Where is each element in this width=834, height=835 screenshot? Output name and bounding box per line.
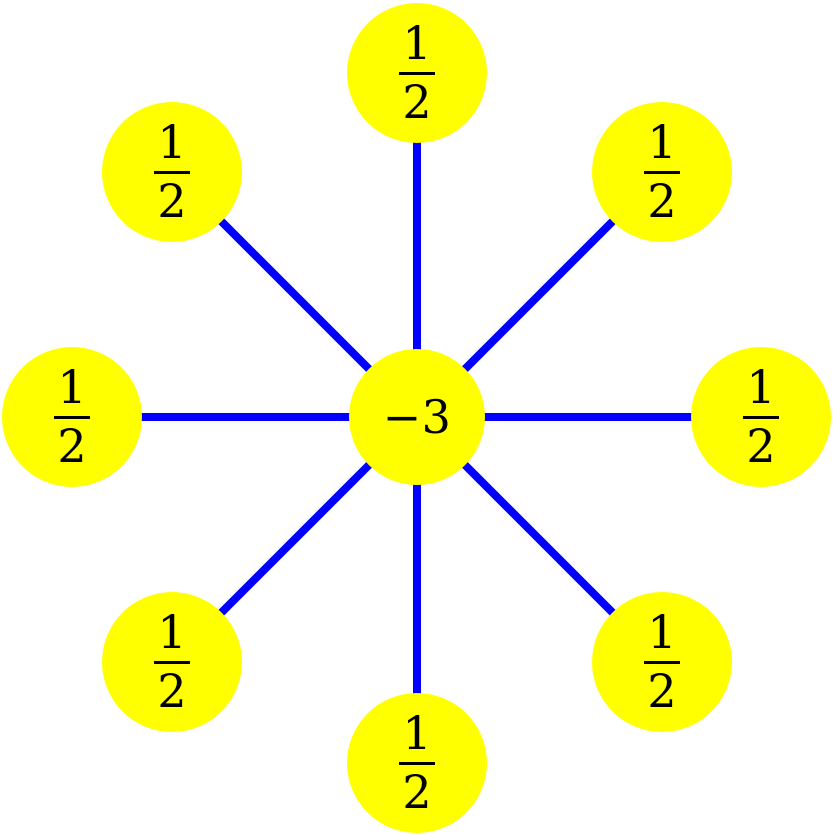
fraction-denominator: 2 [647,174,677,228]
fraction-numerator: 1 [746,359,776,414]
fraction-denominator: 2 [402,765,432,819]
fraction-denominator: 2 [647,664,677,718]
fraction-numerator: 1 [157,114,187,169]
fraction-denominator: 2 [746,419,776,473]
fraction-denominator: 2 [57,419,87,473]
fraction-numerator: 1 [647,604,677,659]
fraction-denominator: 2 [157,664,187,718]
fraction-denominator: 2 [402,75,432,129]
fraction-bar-icon [644,171,680,174]
fraction-bar-icon [399,72,435,75]
fraction-bar-icon [644,661,680,664]
fraction-bar-icon [54,416,90,419]
fraction-bar-icon [154,171,190,174]
graph-node-center[interactable]: −3 [349,349,485,485]
fraction-numerator: 1 [57,359,87,414]
fraction-bar-icon [743,416,779,419]
fraction-bar-icon [399,762,435,765]
fraction-numerator: 1 [647,114,677,169]
fraction-numerator: 1 [402,15,432,70]
fraction-denominator: 2 [157,174,187,228]
fraction-numerator: 1 [157,604,187,659]
center-node-label: −3 [382,390,452,444]
fraction-numerator: 1 [402,705,432,760]
fraction-bar-icon [154,661,190,664]
